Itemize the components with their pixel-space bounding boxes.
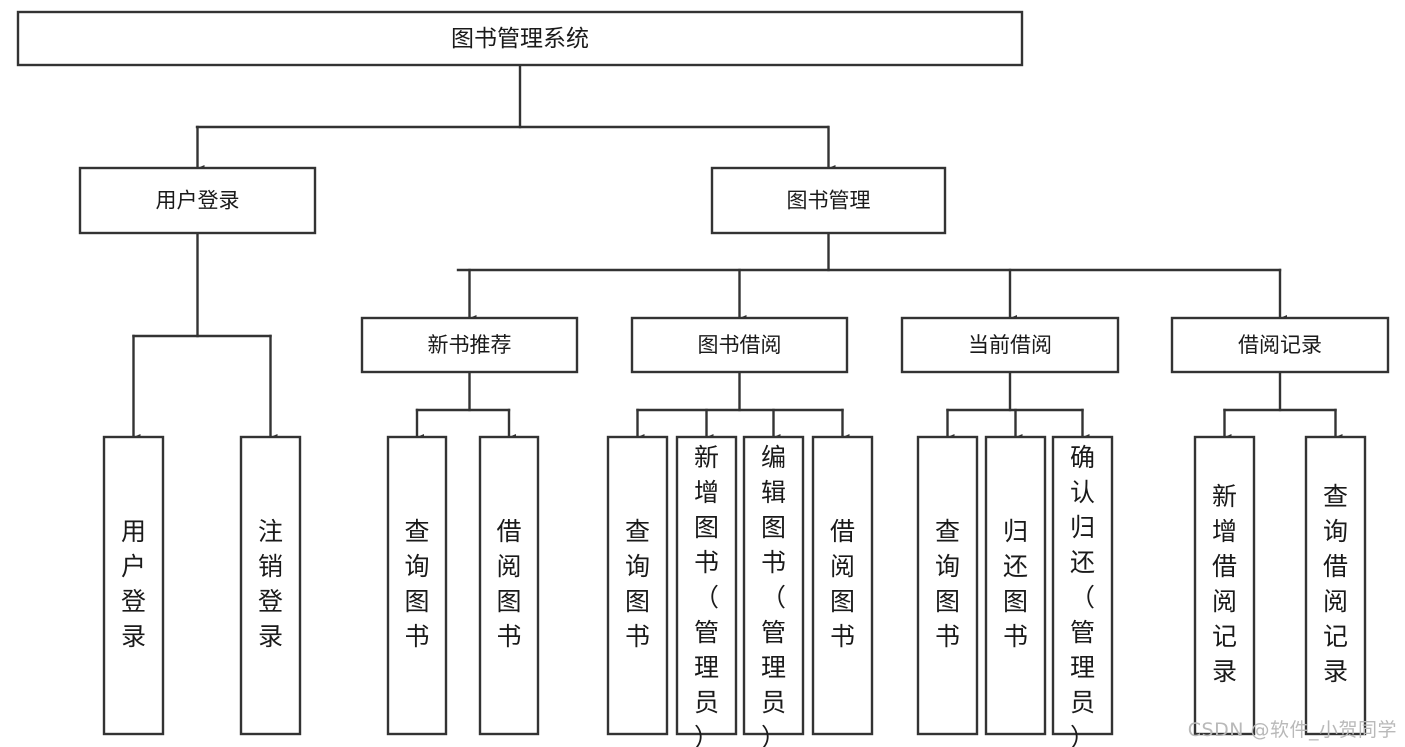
level2-node-user-login-label: 用户登录 xyxy=(156,189,240,213)
leaf-node-10-rect[interactable] xyxy=(1051,435,1114,736)
leaf-node-4-rect[interactable] xyxy=(606,435,669,736)
leaf-node-8-rect[interactable] xyxy=(916,435,979,736)
leaf-node-4[interactable]: 查询图书 xyxy=(606,435,669,736)
leaf-node-5[interactable]: 新增图书（管理员） xyxy=(675,435,738,747)
leaf-node-8-label: 查询图书 xyxy=(935,517,960,651)
level3-node-book-borrow-rect[interactable] xyxy=(630,316,849,374)
level3-node-new-book-recommend[interactable]: 新书推荐 xyxy=(360,316,579,374)
leaf-node-0-label: 用户登录 xyxy=(121,517,146,651)
leaf-node-12-label: 查询借阅记录 xyxy=(1323,482,1348,686)
leaf-node-1-label: 注销登录 xyxy=(258,517,283,651)
level3-node-borrow-record-rect[interactable] xyxy=(1170,316,1390,374)
leaf-node-0-rect[interactable] xyxy=(102,435,165,736)
leaf-node-6-rect[interactable] xyxy=(742,435,805,736)
level3-node-borrow-record-label: 借阅记录 xyxy=(1238,333,1322,357)
leaf-node-9-rect[interactable] xyxy=(984,435,1047,736)
leaf-node-1[interactable]: 注销登录 xyxy=(239,435,302,736)
level2-node-book-manage[interactable]: 图书管理 xyxy=(710,166,947,235)
node-layer: 图书管理系统用户登录图书管理新书推荐图书借阅当前借阅借阅记录用户登录注销登录查询… xyxy=(16,10,1390,747)
leaf-node-5-label: 新增图书（管理员） xyxy=(694,443,719,747)
level2-node-user-login-rect[interactable] xyxy=(78,166,317,235)
leaf-node-11[interactable]: 新增借阅记录 xyxy=(1193,435,1256,736)
level3-node-book-borrow-label: 图书借阅 xyxy=(698,333,782,357)
level3-node-current-borrow[interactable]: 当前借阅 xyxy=(900,316,1120,374)
root-node-rect[interactable] xyxy=(16,10,1024,67)
root-node-label: 图书管理系统 xyxy=(451,26,589,52)
leaf-node-8[interactable]: 查询图书 xyxy=(916,435,979,736)
level3-node-new-book-recommend-label: 新书推荐 xyxy=(428,333,512,357)
leaf-node-12-rect[interactable] xyxy=(1304,435,1367,736)
leaf-node-2-label: 查询图书 xyxy=(404,517,429,651)
leaf-node-9[interactable]: 归还图书 xyxy=(984,435,1047,736)
leaf-node-7-label: 借阅图书 xyxy=(830,517,855,651)
root-node[interactable]: 图书管理系统 xyxy=(16,10,1024,67)
level2-node-user-login[interactable]: 用户登录 xyxy=(78,166,317,235)
level3-node-new-book-recommend-rect[interactable] xyxy=(360,316,579,374)
leaf-node-6[interactable]: 编辑图书（管理员） xyxy=(742,435,805,747)
leaf-node-12[interactable]: 查询借阅记录 xyxy=(1304,435,1367,736)
leaf-node-2[interactable]: 查询图书 xyxy=(386,435,448,736)
leaf-node-5-rect[interactable] xyxy=(675,435,738,736)
leaf-node-3-rect[interactable] xyxy=(478,435,540,736)
leaf-node-7-rect[interactable] xyxy=(811,435,874,736)
level3-node-borrow-record[interactable]: 借阅记录 xyxy=(1170,316,1390,374)
leaf-node-1-rect[interactable] xyxy=(239,435,302,736)
leaf-node-0[interactable]: 用户登录 xyxy=(102,435,165,736)
leaf-node-10-label: 确认归还（管理员） xyxy=(1070,443,1095,747)
leaf-node-3-label: 借阅图书 xyxy=(496,517,521,651)
level2-node-book-manage-label: 图书管理 xyxy=(787,189,871,213)
level2-node-book-manage-rect[interactable] xyxy=(710,166,947,235)
leaf-node-9-label: 归还图书 xyxy=(1003,517,1028,651)
connector-layer xyxy=(126,63,1343,446)
leaf-node-11-label: 新增借阅记录 xyxy=(1212,482,1237,686)
leaf-node-7[interactable]: 借阅图书 xyxy=(811,435,874,736)
leaf-node-6-label: 编辑图书（管理员） xyxy=(761,443,786,747)
leaf-node-3[interactable]: 借阅图书 xyxy=(478,435,540,736)
leaf-node-4-label: 查询图书 xyxy=(625,517,650,651)
leaf-node-2-rect[interactable] xyxy=(386,435,448,736)
level3-node-current-borrow-rect[interactable] xyxy=(900,316,1120,374)
level3-node-current-borrow-label: 当前借阅 xyxy=(968,333,1052,357)
level3-node-book-borrow[interactable]: 图书借阅 xyxy=(630,316,849,374)
leaf-node-10[interactable]: 确认归还（管理员） xyxy=(1051,435,1114,747)
leaf-node-11-rect[interactable] xyxy=(1193,435,1256,736)
watermark-label: CSDN @软件_小贺同学 xyxy=(1187,719,1397,741)
